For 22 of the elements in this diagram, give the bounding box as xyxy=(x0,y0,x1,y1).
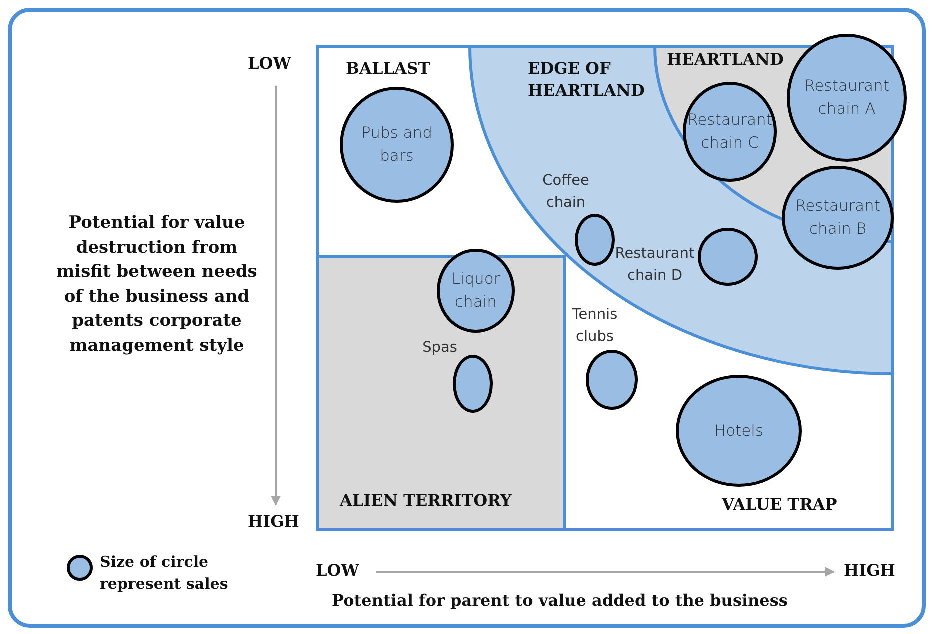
circle-caption: Restaurant chain D xyxy=(614,245,696,286)
quadrant-heading: BALLAST xyxy=(346,58,430,80)
axis-end-label: LOW xyxy=(248,54,292,73)
legend-text: Size of circle represent sales xyxy=(100,552,230,595)
quadrant-heading: VALUE TRAP xyxy=(722,494,838,516)
axis-end-label: HIGH xyxy=(844,561,896,580)
axis-title: Potential for parent to value added to the business xyxy=(332,591,788,610)
axis-title: Potential for value destruction from misfit between needs of the business and patents corporate management style xyxy=(56,212,258,358)
circle-label: Hotels xyxy=(713,420,765,442)
circle-label: Pubs and bars xyxy=(360,123,434,167)
axis-end-label: HIGH xyxy=(248,512,300,531)
quadrant-heading: EDGE OF HEARTLAND xyxy=(528,58,646,102)
circle-label: Restaurant chain B xyxy=(794,196,882,240)
axis-end-label: LOW xyxy=(316,561,360,580)
circle-caption: Coffee chain xyxy=(542,172,590,213)
circle-caption: Tennis clubs xyxy=(571,306,619,347)
circle-label: Restaurant chain A xyxy=(804,76,890,120)
circle-caption: Spas xyxy=(422,339,458,358)
circle-label: Restaurant chain C xyxy=(687,110,773,154)
quadrant-heading: ALIEN TERRITORY xyxy=(340,490,512,512)
circle-label: Liquor chain xyxy=(450,269,502,313)
quadrant-heading: HEARTLAND xyxy=(667,49,784,71)
